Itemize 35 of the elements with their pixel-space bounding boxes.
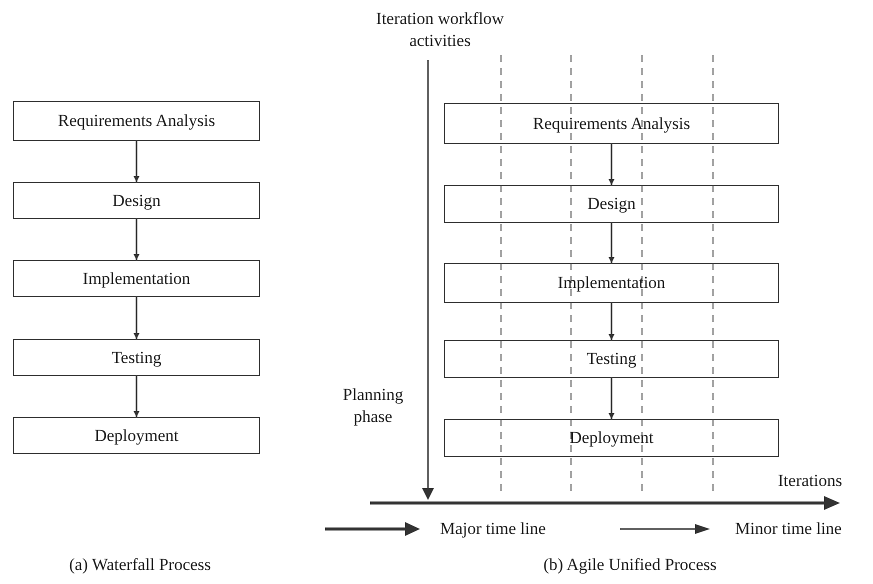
arrow — [134, 376, 140, 417]
process-box — [13, 101, 260, 141]
arrow — [608, 144, 614, 185]
step-label: Implementation — [558, 273, 666, 293]
figure-caption: (b) Agile Unified Process — [542, 554, 718, 576]
process-box — [444, 263, 779, 303]
step-label: Testing — [112, 348, 162, 368]
axis-label: Iterations — [776, 470, 844, 492]
arrow — [608, 378, 614, 419]
arrow — [134, 141, 140, 182]
step-label: Deployment — [569, 428, 654, 448]
step-label: Implementation — [82, 268, 190, 288]
process-box — [444, 103, 779, 144]
step-label: Requirements Analysis — [58, 111, 216, 131]
phase-label: Planning phase — [342, 384, 404, 428]
step-label: Testing — [586, 349, 636, 369]
step-label: Design — [587, 194, 636, 214]
step-label: Requirements Analysis — [532, 114, 690, 134]
process-box — [444, 185, 779, 223]
figure-caption: (a) Waterfall Process — [68, 554, 212, 576]
process-box — [13, 260, 260, 297]
process-box — [444, 340, 779, 378]
arrow — [134, 297, 140, 339]
legend-label: Major time line — [440, 518, 546, 540]
process-box — [13, 339, 260, 376]
process-box — [444, 419, 779, 457]
axis-label: Iteration workflow activities — [375, 8, 505, 52]
legend-label: Minor time line — [735, 518, 842, 540]
step-label: Deployment — [94, 426, 179, 446]
process-box — [13, 417, 260, 454]
arrow — [608, 303, 614, 340]
arrow — [134, 219, 140, 260]
process-box — [13, 182, 260, 219]
arrow — [608, 223, 614, 263]
step-label: Design — [112, 190, 161, 210]
